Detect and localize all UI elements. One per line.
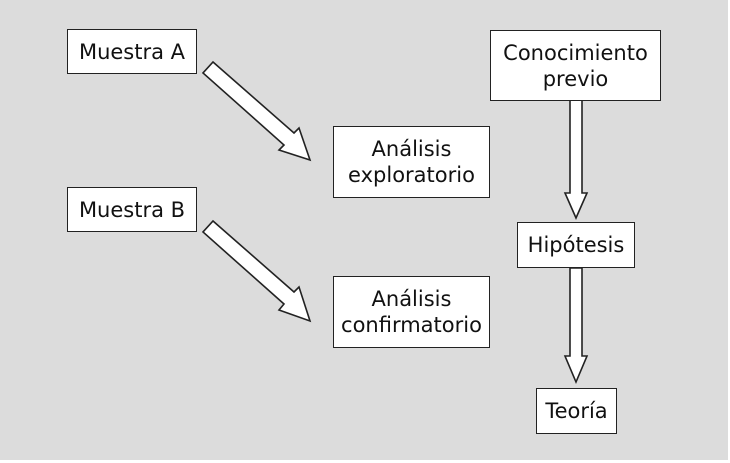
node-muestra-a: Muestra A: [67, 29, 197, 74]
arrow-hipotesis-to-teoria: [563, 267, 589, 385]
node-analisis-confirmatorio: Análisis confirmatorio: [333, 276, 490, 348]
node-conocimiento-previo: Conocimiento previo: [490, 30, 661, 101]
arrow-conocimiento-to-hipotesis: [563, 99, 589, 220]
arrow-muestra-a-to-exploratorio: [201, 60, 312, 162]
node-hipotesis: Hipótesis: [517, 222, 635, 268]
node-analisis-exploratorio: Análisis exploratorio: [333, 126, 490, 198]
node-muestra-b: Muestra B: [67, 187, 197, 232]
arrow-muestra-b-to-confirmatorio: [201, 219, 312, 323]
node-teoria: Teoría: [536, 388, 617, 434]
